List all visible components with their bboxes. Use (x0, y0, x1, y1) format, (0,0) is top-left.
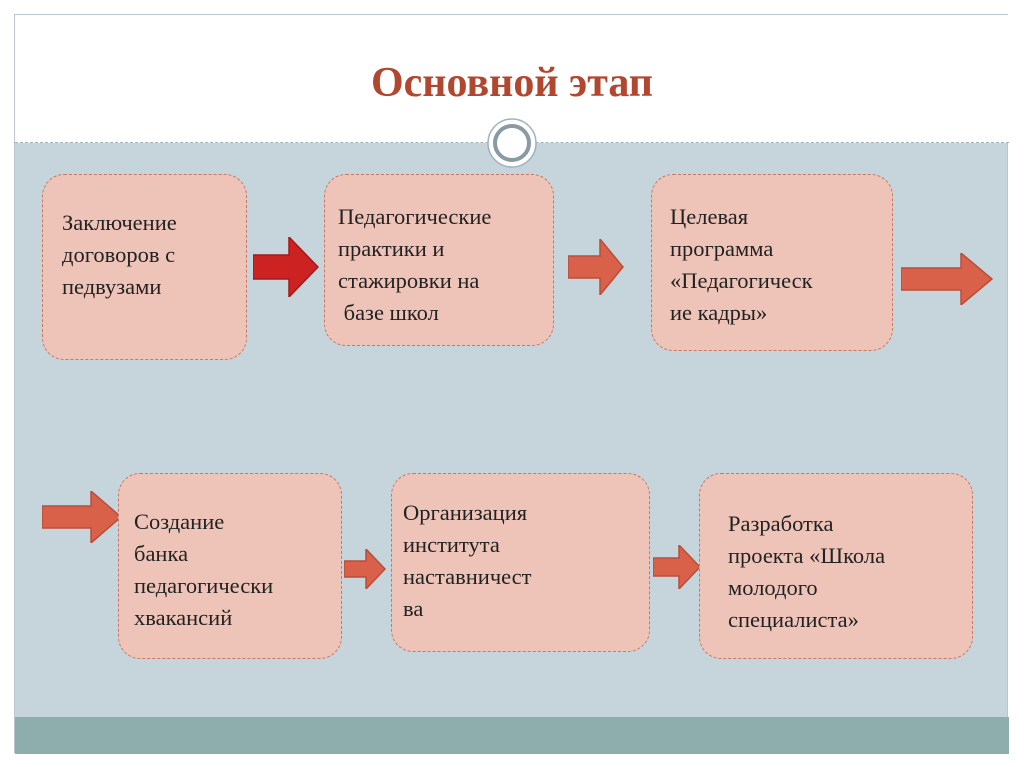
step-4-line: Создание (134, 509, 225, 534)
step-3-line: ие кадры» (670, 300, 768, 325)
right-arrow-icon (344, 549, 386, 589)
step-3-line: Целевая (670, 204, 749, 229)
right-arrow-icon (253, 237, 319, 297)
right-arrow-icon (901, 253, 993, 305)
step-6-line: Разработка (728, 511, 834, 536)
step-3-text: Целевая программа «Педагогическ ие кадры… (670, 201, 813, 329)
step-4-text: Создание банка педагогически хвакансий (134, 506, 273, 634)
step-1-line: Заключение (62, 210, 177, 235)
step-4-line: педагогически (134, 573, 274, 598)
step-box-1: Заключение договоров с педвузами (42, 174, 247, 360)
slide-title: Основной этап (371, 60, 653, 106)
step-box-4: Создание банка педагогически хвакансий (118, 473, 342, 659)
step-5-line: Организация (403, 500, 528, 525)
right-arrow-icon (42, 491, 122, 543)
step-3-line: программа (670, 236, 774, 261)
step-3-line: «Педагогическ (670, 268, 813, 293)
step-6-line: специалиста» (728, 607, 859, 632)
step-box-6: Разработка проекта «Школа молодого специ… (699, 473, 973, 659)
step-2-line: практики и (338, 236, 445, 261)
right-arrow-icon (568, 239, 624, 295)
step-1-line: договоров с (62, 242, 176, 267)
step-4-line: банка (134, 541, 189, 566)
step-5-text: Организация института наставничест ва (403, 497, 532, 625)
step-5-line: института (403, 532, 500, 557)
step-6-text: Разработка проекта «Школа молодого специ… (728, 508, 885, 636)
step-2-line: базе школ (338, 300, 439, 325)
step-1-line: педвузами (62, 274, 162, 299)
slide-frame: Основной этап Заключение договоров с пед… (14, 14, 1009, 754)
right-arrow-icon (653, 545, 701, 589)
step-6-line: молодого (728, 575, 818, 600)
step-2-text: Педагогические практики и стажировки на … (338, 201, 491, 329)
step-5-line: наставничест (403, 564, 532, 589)
step-2-line: Педагогические (338, 204, 492, 229)
step-5-line: ва (403, 596, 424, 621)
step-2-line: стажировки на (338, 268, 480, 293)
circle-ornament-icon (487, 118, 537, 168)
step-box-3: Целевая программа «Педагогическ ие кадры… (651, 174, 893, 351)
step-4-line: хвакансий (134, 605, 233, 630)
bottom-band (15, 717, 1009, 754)
step-6-line: проекта «Школа (728, 543, 886, 568)
step-box-5: Организация института наставничест ва (391, 473, 650, 652)
step-box-2: Педагогические практики и стажировки на … (324, 174, 554, 346)
step-1-text: Заключение договоров с педвузами (62, 207, 177, 303)
